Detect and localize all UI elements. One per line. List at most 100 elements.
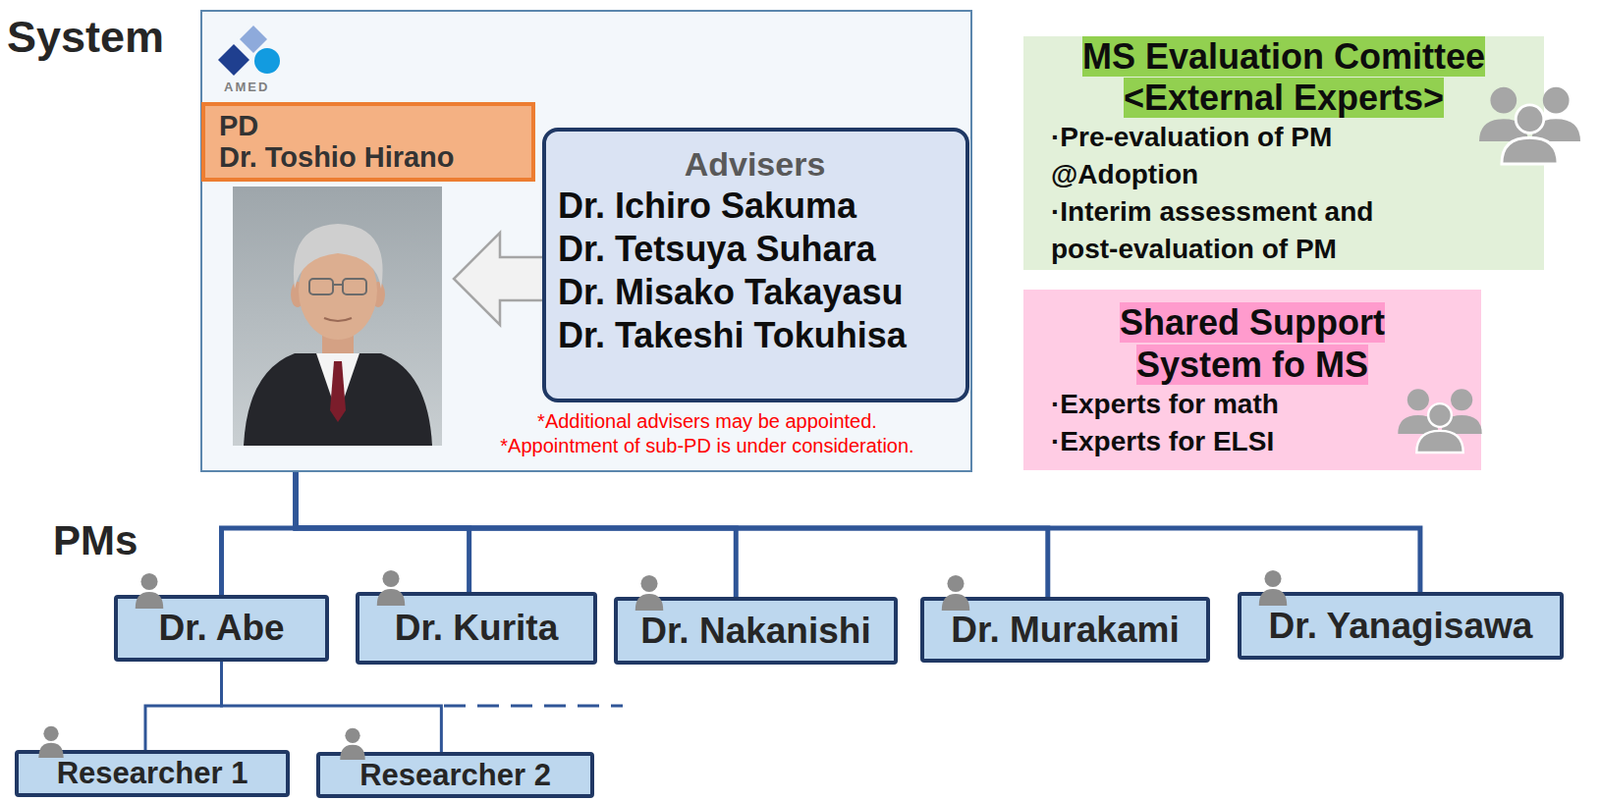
person-icon: [939, 573, 972, 611]
tree-connector: [295, 472, 1049, 598]
system-panel: PDDr. Toshio HiranoAdvisersDr. Ichiro Sa…: [200, 9, 973, 473]
adviser-name: Dr. Ichiro Sakuma: [557, 185, 857, 226]
logo-circle: [254, 48, 280, 74]
pm-name-wrap: Dr. Abe: [158, 606, 284, 651]
person-head: [1515, 105, 1545, 134]
logo-wordmark: AMED: [223, 79, 270, 95]
person-head: [1543, 87, 1570, 114]
glasses-bridge: [332, 283, 343, 286]
tree-connector: [221, 662, 442, 753]
portrait-photo: [232, 186, 442, 446]
tree-connector: [145, 662, 222, 751]
person-head: [1407, 388, 1430, 411]
person-body: [1416, 431, 1463, 453]
person-body: [38, 743, 64, 759]
highlighted-heading: MS Evaluation Comittee <External Experts…: [1082, 36, 1486, 118]
glasses: [309, 278, 333, 295]
person-body: [635, 594, 664, 611]
person-head: [1428, 403, 1452, 428]
dashed-continuation: [443, 705, 623, 709]
pm-name: Dr. Murakami: [950, 609, 1179, 651]
note: *Additional advisers may be appointed.: [537, 409, 878, 434]
adviser-name-wrap: Dr. Takeshi Tokuhisa: [557, 314, 952, 358]
pm-name: Dr. Nakanishi: [640, 610, 871, 652]
panel-heading-wrap: System: [6, 11, 165, 63]
bullet-item: ·Pre-evaluation of PM @Adoption: [1050, 121, 1332, 190]
researcher-box: Researcher 2: [316, 752, 595, 799]
adviser-name: Dr. Misako Takayasu: [557, 272, 904, 313]
pm-name-wrap: Dr. Nakanishi: [640, 609, 871, 654]
pd-text-wrap: PD: [219, 110, 522, 142]
person-head: [140, 573, 158, 591]
panel-heading: System: [6, 11, 165, 62]
system-panel-fill: [200, 9, 973, 473]
adviser-name-wrap: Dr. Ichiro Sakuma: [557, 184, 952, 228]
adviser-name: Dr. Takeshi Tokuhisa: [557, 315, 907, 356]
highlighted-heading: Shared Support System fo MS: [1119, 302, 1385, 386]
researcher-name-wrap: Researcher 2: [359, 757, 552, 795]
block-arrow: [453, 232, 549, 326]
box-heading-wrap: Advisers: [557, 143, 952, 185]
hair: [293, 223, 384, 289]
pm-name-wrap: Dr. Murakami: [950, 608, 1179, 653]
person-icon: [337, 726, 368, 761]
person-icon: [1257, 568, 1289, 607]
pm-box: Dr. Murakami: [920, 597, 1211, 663]
tree-connector: [295, 472, 470, 593]
pm-box: Dr. Kurita: [355, 592, 598, 665]
group-icon: [1380, 386, 1499, 453]
pd-box: PDDr. Toshio Hirano: [201, 102, 536, 182]
researcher-name: Researcher 2: [359, 758, 552, 793]
bullet-item-wrap: ·Experts for math: [1050, 386, 1425, 424]
adviser-name-wrap: Dr. Tetsuya Suhara: [557, 227, 952, 272]
evaluation-committee-box: MS Evaluation Comittee <External Experts…: [1023, 36, 1545, 271]
person-icon: [375, 568, 407, 607]
highlighted-heading-wrap: MS Evaluation Comittee <External Experts…: [1057, 36, 1510, 119]
person-head: [1489, 87, 1517, 114]
note: *Appointment of sub-PD is under consider…: [499, 434, 914, 458]
person-head: [344, 728, 360, 744]
person-head: [382, 570, 399, 588]
person-body: [941, 594, 971, 611]
adviser-name: Dr. Tetsuya Suhara: [557, 228, 876, 270]
person-head: [1264, 570, 1281, 588]
box-heading: Advisers: [684, 145, 827, 183]
researcher-name: Researcher 1: [56, 756, 249, 791]
researcher-box: Researcher 1: [14, 750, 290, 798]
bullet-item: ·Interim assessment and post-evaluation …: [1050, 196, 1374, 265]
person-head: [946, 575, 964, 593]
pd-text-wrap: Dr. Toshio Hirano: [219, 141, 522, 173]
tree-connector: [295, 472, 1421, 593]
person-body: [377, 589, 406, 607]
person-body: [135, 592, 165, 609]
tie: [330, 361, 346, 423]
pm-box: Dr. Yanagisawa: [1237, 592, 1564, 661]
group-icon: [1473, 83, 1587, 165]
support-system-box: Shared Support System fo MS·Experts for …: [1023, 289, 1482, 471]
bullet-item: ·Experts for math: [1050, 388, 1279, 420]
suit: [243, 353, 433, 446]
person-icon: [36, 724, 66, 759]
bullet-item-wrap: ·Interim assessment and post-evaluation …: [1050, 193, 1425, 269]
pm-name: Dr. Abe: [158, 607, 284, 649]
person-head: [640, 575, 658, 593]
row-heading: PMs: [53, 517, 138, 565]
logo-diamond: [218, 44, 250, 76]
advisers-box: AdvisersDr. Ichiro SakumaDr. Tetsuya Suh…: [542, 127, 970, 403]
tree-connector: [221, 472, 297, 596]
mouth: [324, 318, 352, 322]
pm-name: Dr. Kurita: [394, 607, 559, 649]
pm-name-wrap: Dr. Yanagisawa: [1268, 605, 1534, 649]
person-head: [1450, 388, 1473, 411]
tree-connector: [295, 472, 736, 598]
person-icon: [133, 571, 166, 609]
pm-name-wrap: Dr. Kurita: [394, 606, 559, 651]
glasses: [342, 278, 367, 295]
bullet-item-wrap: ·Pre-evaluation of PM @Adoption: [1050, 118, 1425, 194]
pd-text: PD: [219, 110, 259, 142]
amed-logo: [218, 25, 280, 76]
person-body: [1259, 589, 1288, 607]
highlighted-heading-wrap: Shared Support System fo MS: [1090, 301, 1415, 387]
person-head: [43, 726, 58, 742]
pm-box: Dr. Nakanishi: [613, 597, 898, 665]
